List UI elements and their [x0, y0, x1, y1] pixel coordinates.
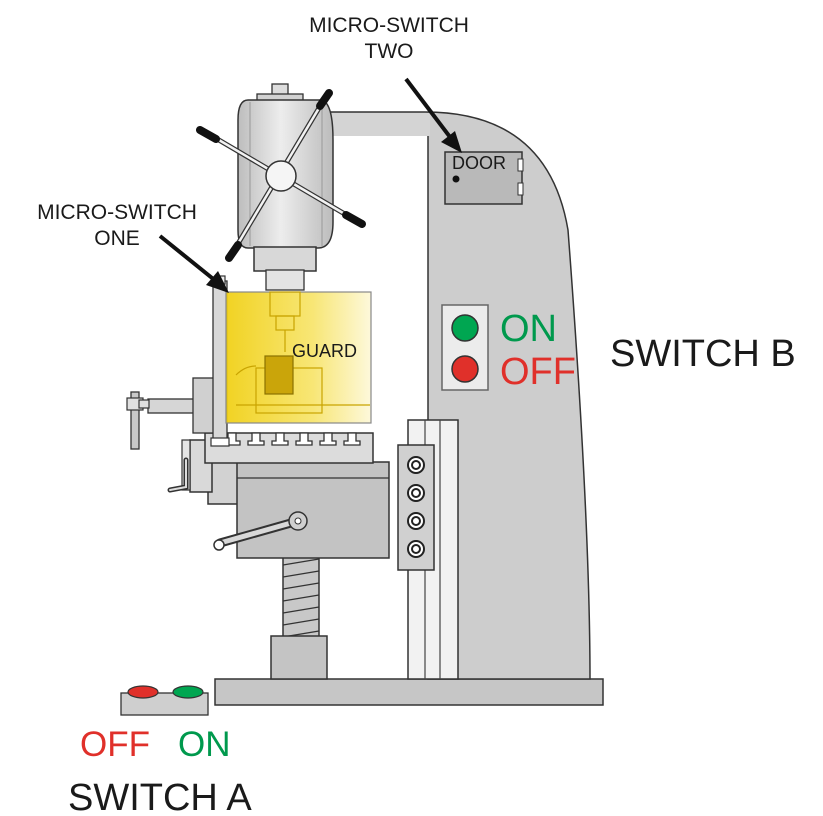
- switch-a-off-button[interactable]: [128, 686, 158, 698]
- column-arm: [318, 113, 430, 136]
- quill: [254, 247, 316, 271]
- guard-upright: [213, 281, 227, 441]
- door-latch: [453, 176, 460, 183]
- micro-switch-one-label-line1: MICRO-SWITCH: [37, 201, 197, 224]
- switch-b-on-button[interactable]: [452, 315, 478, 341]
- switch-b-on-label: ON: [500, 308, 557, 350]
- arrow-micro-switch-one: [160, 236, 229, 293]
- door-label: DOOR: [452, 153, 506, 173]
- micro-switch-one-label-line2: ONE: [94, 227, 140, 250]
- switch-b-off-button[interactable]: [452, 356, 478, 382]
- screw-foot: [271, 636, 327, 679]
- switch-b-off-label: OFF: [500, 351, 576, 393]
- switch-a-on-label: ON: [178, 725, 231, 764]
- switch-a-off-label: OFF: [80, 725, 150, 764]
- micro-switch-two-label-line1: MICRO-SWITCH: [309, 14, 469, 37]
- machine-base: [215, 679, 603, 705]
- micro-switch-two-label-line2: TWO: [365, 40, 414, 63]
- saddle-block: [237, 462, 389, 558]
- switch-a-name-label: SWITCH A: [68, 777, 252, 816]
- cross-feed-handle[interactable]: [170, 460, 186, 490]
- door-hinge-bottom: [518, 183, 523, 195]
- switch-b-name-label: SWITCH B: [610, 333, 796, 375]
- guard-label: GUARD: [292, 341, 357, 361]
- switch-a-on-button[interactable]: [173, 686, 203, 698]
- door-hinge-top: [518, 159, 523, 171]
